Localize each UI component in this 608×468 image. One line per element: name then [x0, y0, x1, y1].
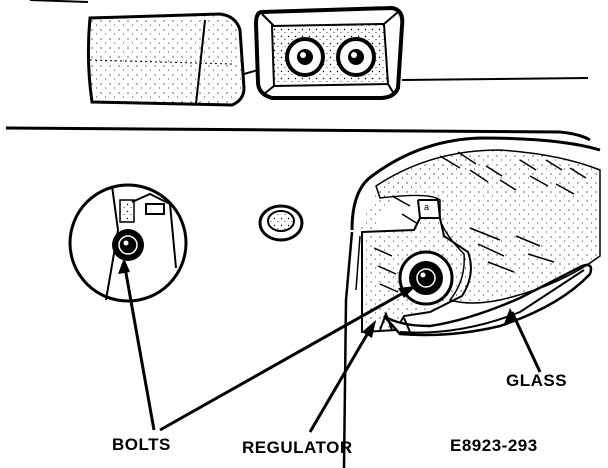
panel-cutout-outline [350, 136, 601, 231]
bolts-leader-1 [122, 261, 156, 431]
bolts-label: BOLTS [112, 435, 171, 454]
regulator-arm [383, 263, 593, 337]
regulator-leader [308, 325, 374, 433]
switch-housing [253, 5, 405, 100]
detail-circle [68, 183, 188, 303]
panel-divider [5, 126, 591, 142]
trim-pad [86, 12, 246, 107]
trim-pad-fold [195, 19, 206, 105]
leader-lines [122, 261, 542, 433]
trim-pad-fold-2 [89, 59, 233, 65]
glass-edge [399, 269, 585, 334]
access-plug [258, 204, 304, 242]
top-trim-section [29, 0, 589, 107]
glass-label: GLASS [506, 371, 568, 390]
door-panel: a [342, 136, 601, 468]
regulator-bolt [398, 250, 454, 306]
upper-panel-edge [29, 0, 89, 3]
panel-left-edge [342, 231, 354, 468]
glass-pane [375, 149, 601, 304]
svg-text:a: a [424, 202, 429, 212]
bolts-leader-2 [159, 286, 413, 432]
glass-leader [510, 311, 542, 373]
regulator-label: REGULATOR [242, 438, 353, 457]
figure-id-label: E8923-293 [450, 436, 538, 455]
